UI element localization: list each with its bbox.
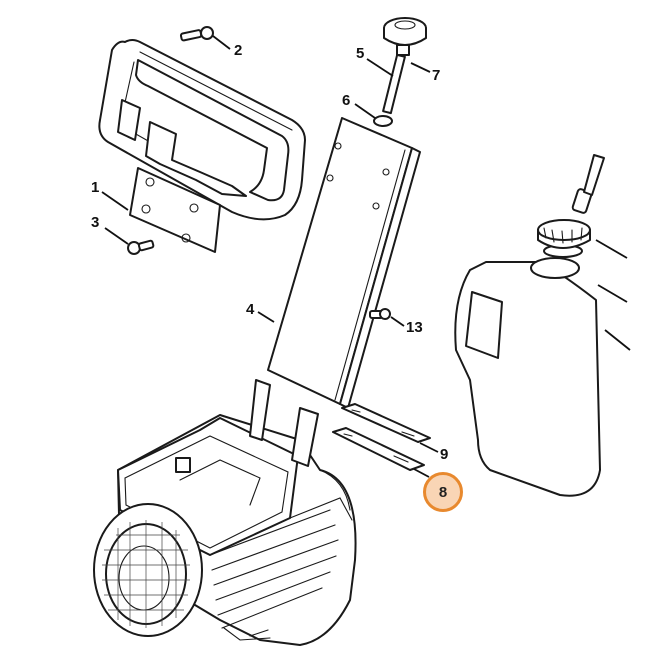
cover-part[interactable]	[267, 117, 421, 409]
callout-13[interactable]: 13	[406, 319, 423, 336]
callout-6[interactable]: 6	[342, 92, 351, 109]
screw-3[interactable]	[127, 239, 155, 255]
leader-lines	[101, 35, 631, 478]
motor-housing[interactable]	[93, 379, 357, 646]
callout-7[interactable]: 7	[432, 67, 441, 84]
callout-2[interactable]: 2	[234, 42, 243, 59]
callout-5[interactable]: 5	[356, 45, 365, 62]
tank-part[interactable]	[454, 154, 605, 497]
callout-4[interactable]: 4	[246, 301, 255, 318]
callout-8-highlighted[interactable]: 8	[423, 472, 463, 512]
plate-9[interactable]	[341, 403, 431, 443]
knob-assembly[interactable]	[373, 17, 427, 127]
screw-2[interactable]	[179, 26, 214, 42]
callout-3[interactable]: 3	[91, 214, 100, 231]
callout-1[interactable]: 1	[91, 179, 100, 196]
screw-13[interactable]	[369, 308, 391, 320]
handle-part[interactable]	[98, 39, 306, 253]
callout-8-label: 8	[438, 483, 448, 501]
plate-8[interactable]	[332, 427, 425, 471]
callout-9[interactable]: 9	[440, 446, 449, 463]
